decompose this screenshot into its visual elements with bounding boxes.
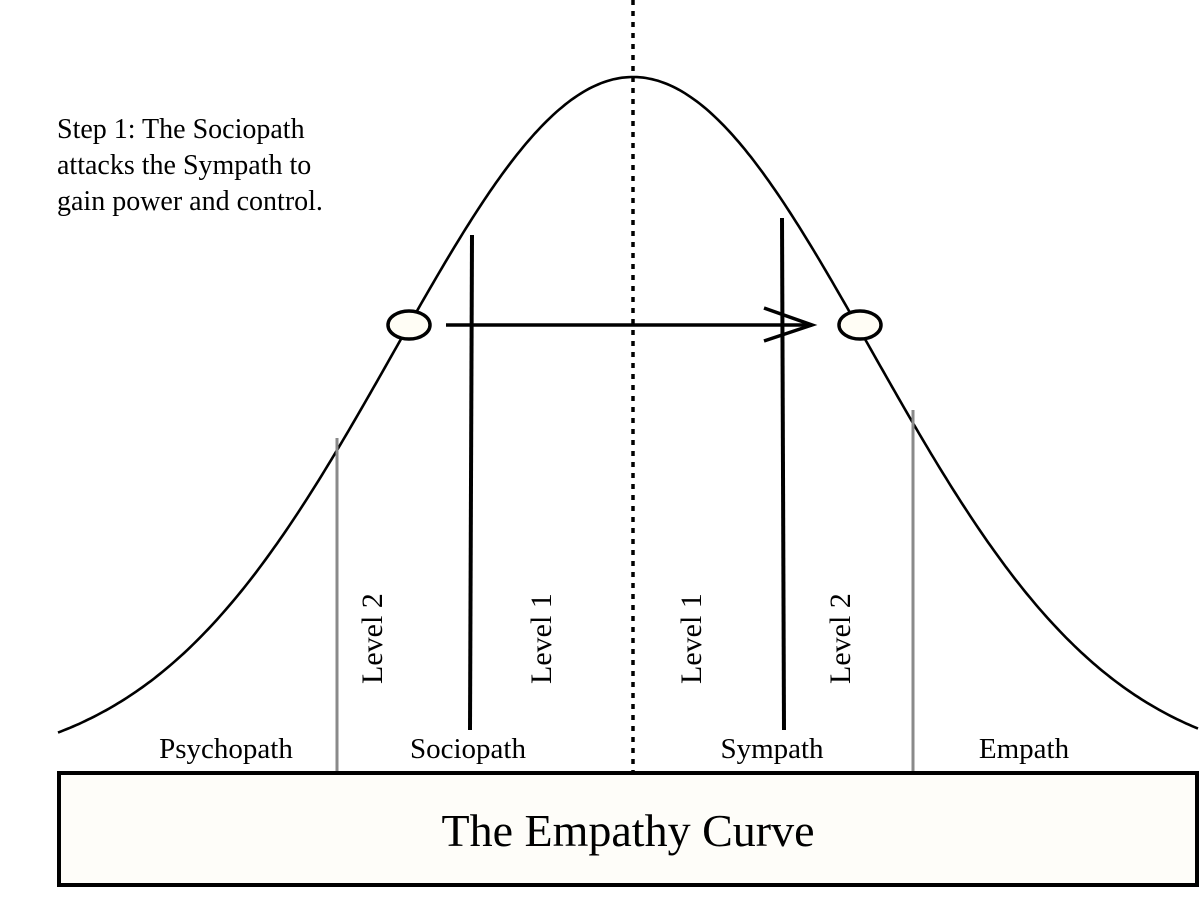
step-line-2: attacks the Sympath to [57, 150, 312, 181]
level-label-sociopath-2: Level 2 [356, 593, 389, 684]
sympath-marker-oval [837, 309, 883, 341]
region-label-sociopath: Sociopath [410, 733, 526, 765]
divider-sympath-levels [780, 217, 786, 731]
title-box: The Empathy Curve [57, 771, 1199, 887]
divider-sociopath-levels [468, 234, 474, 731]
level-label-sociopath-1: Level 1 [525, 593, 558, 684]
step-description: Step 1: The Sociopath attacks the Sympat… [57, 112, 397, 220]
level-label-sympath-1: Level 1 [675, 593, 708, 684]
region-label-psychopath: Psychopath [159, 733, 293, 765]
attack-arrow [446, 306, 818, 343]
step-line-3: gain power and control. [57, 186, 323, 217]
sociopath-marker-oval [386, 309, 432, 341]
region-label-sympath: Sympath [720, 733, 824, 765]
step-line-1: Step 1: The Sociopath [57, 114, 305, 145]
region-label-empath: Empath [978, 733, 1070, 765]
diagram-title: The Empathy Curve [441, 805, 815, 856]
level-label-sympath-2: Level 2 [824, 593, 857, 684]
bell-curve [57, 75, 1199, 734]
